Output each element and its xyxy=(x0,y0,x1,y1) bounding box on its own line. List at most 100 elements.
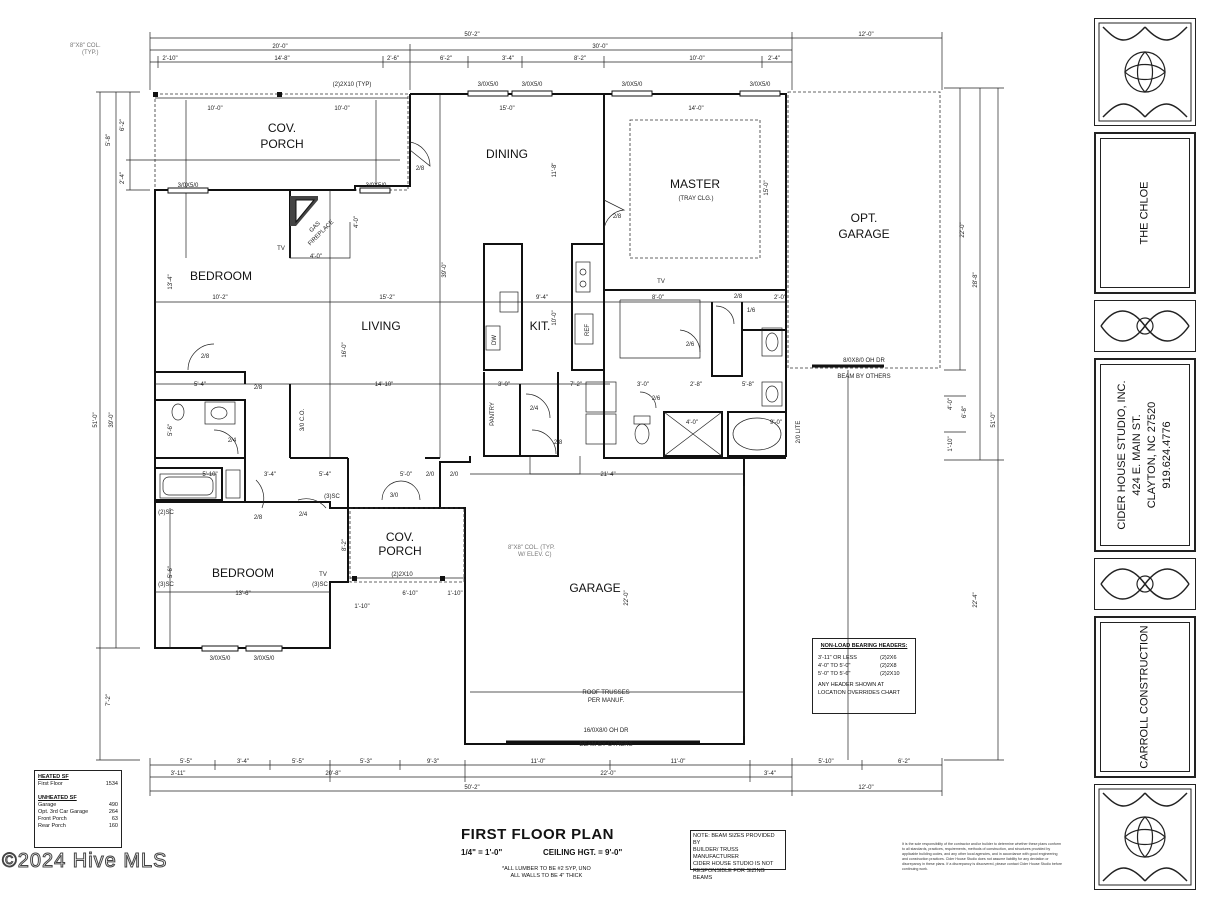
door-label: 2/4 xyxy=(228,438,237,444)
headers-note: ANY HEADER SHOWN AT xyxy=(818,682,885,688)
room-garage: GARAGE xyxy=(569,581,620,595)
dim-right-small: 4'-0" xyxy=(948,398,954,410)
dim-top-garage: 12'-0" xyxy=(858,32,873,38)
door-label: 2/0 xyxy=(426,472,435,478)
studio-line: CLAYTON, NC 27520 xyxy=(1146,401,1158,509)
plan-title: FIRST FLOOR PLAN xyxy=(461,826,614,843)
headers-table: NON-LOAD BEARING HEADERS: 3'-11" OR LESS… xyxy=(812,638,916,714)
column-callout-front: 8"X8" COL. (TYP. W/ ELEV. C) xyxy=(508,545,555,559)
plan-scale: 1/4" = 1'-0" xyxy=(461,848,503,857)
dim-opt-garage-d: 22'-0" xyxy=(960,222,966,237)
beam-opt: BEAM BY OTHERS xyxy=(837,374,890,380)
dim-label: 4'-0" xyxy=(354,216,360,228)
dim-label: 3'-4" xyxy=(264,472,276,478)
dim-label: 10'-0" xyxy=(552,310,558,325)
room-cov-porch-top: COV. xyxy=(268,121,296,135)
cell: Front Porch xyxy=(38,816,67,822)
dim-depth-right-top: 28'-8" xyxy=(973,272,979,287)
studio-line: 424 E. MAIN ST. xyxy=(1131,414,1143,496)
plan-name: THE CHLOE xyxy=(1138,181,1151,245)
mls-watermark: ©2024 Hive MLS xyxy=(1,850,168,873)
interior-dimensions: 10'-0" 10'-0" 15'-0" 14'-0" 10'-2" 15'-2… xyxy=(168,106,786,610)
header-typ: (2)2X10 (TYP) xyxy=(333,82,372,88)
dim-label: 15'-2" xyxy=(379,295,394,301)
dim-label: 7'-2" xyxy=(570,382,582,388)
dim-bottom-row2: 20'-8" xyxy=(325,771,340,777)
dim-label: 5'-0" xyxy=(400,472,412,478)
dim-right-small: 1'-10" xyxy=(948,436,954,451)
door-label: 2/8 xyxy=(254,385,263,391)
dim-bottom-overall: 50'-2" xyxy=(464,785,479,791)
exterior-walls xyxy=(154,91,941,745)
dim-label: 5'-8" xyxy=(742,382,754,388)
left-dimensions: 51'-0" 39'-0" 5'-8" 6'-2" 2'-4" 7'-2" xyxy=(93,91,400,761)
door-label: 2/8 xyxy=(254,515,263,521)
dim-label: 5'-4" xyxy=(194,382,206,388)
room-dining: DINING xyxy=(486,147,528,161)
ornament-icon xyxy=(1100,310,1190,342)
dim-bottom-seg: 3'-4" xyxy=(237,759,249,765)
ornament-panel xyxy=(1094,18,1196,126)
dim-top-overall: 50'-2" xyxy=(464,32,479,38)
dim-depth-right-bottom: 22'-4" xyxy=(973,592,979,607)
room-living: LIVING xyxy=(361,319,400,333)
ornament-panel xyxy=(1094,784,1196,890)
panel-frame xyxy=(1100,622,1190,772)
dim-label: 21'-4" xyxy=(600,472,615,478)
cell: (2)2X10 xyxy=(880,671,900,677)
dim-label: 2'-8" xyxy=(690,382,702,388)
legal-disclaimer: It is the sole responsibility of the con… xyxy=(902,842,1063,871)
dim-label: 10'-0" xyxy=(207,106,222,112)
dim-bottom-seg: 11'-0" xyxy=(531,759,546,765)
studio-line: 919.624.4776 xyxy=(1161,421,1173,489)
dim-right-small: 6'-8" xyxy=(962,406,968,418)
plan-note: ALL WALLS TO BE 4" THICK xyxy=(510,873,583,879)
callout-line: 8"X8" COL. (TYP. xyxy=(508,545,555,551)
headers-row: 5'-0" TO 5'-6" (2)2X10 xyxy=(818,670,910,678)
window-label: 3/0X5/0 xyxy=(522,82,543,88)
beam-note-line: RESPONSIBLE FOR SIZING BEAMS xyxy=(693,868,765,881)
dim-label: 14'-10" xyxy=(375,382,394,388)
dim-label: 5'-10" xyxy=(202,472,217,478)
beam-note: NOTE: BEAM SIZES PROVIDED BY BUILDER/ TR… xyxy=(690,830,786,881)
cell: (2)2X6 xyxy=(880,655,897,661)
door-label: 2/6 xyxy=(686,342,695,348)
dim-left-small: 7'-2" xyxy=(106,694,112,706)
door-label: 2/4 xyxy=(530,406,539,412)
cell: 4'-0" TO 5'-0" xyxy=(818,663,851,669)
tv-label: TV xyxy=(657,279,665,285)
dim-bottom-row2: 3'-11" xyxy=(171,771,186,777)
sc-label: (2)SC xyxy=(158,510,174,516)
dim-bottom-row2: 3'-4" xyxy=(764,771,776,777)
windows: 3/0X5/0 3/0X5/0 3/0X5/0 3/0X5/0 3/0X5/0 … xyxy=(167,82,884,744)
dim-bottom-garage: 12'-0" xyxy=(858,785,873,791)
room-cov-porch-top: PORCH xyxy=(260,137,303,151)
roof-trusses: ROOF TRUSSES xyxy=(582,690,629,696)
window-label: 3/0X5/0 xyxy=(622,82,643,88)
cell: (2)2X8 xyxy=(880,663,897,669)
dim-label: 1'-10" xyxy=(447,591,462,597)
cell: Opt. 3rd Car Garage xyxy=(38,809,89,815)
dim-label: 3'-0" xyxy=(498,382,510,388)
studio-info: CIDER HOUSE STUDIO, INC. 424 E. MAIN ST.… xyxy=(1115,380,1175,529)
dim-depth-left-inner: 39'-0" xyxy=(109,412,115,427)
room-cov-porch-front: PORCH xyxy=(378,544,421,558)
dim-label: 11'-8" xyxy=(552,163,558,178)
dim-bottom-seg: 5'-5" xyxy=(180,759,192,765)
headers-row: 4'-0" TO 5'-0" (2)2X8 xyxy=(818,662,910,670)
door-label: 2/8 xyxy=(734,294,743,300)
room-kitchen: KIT. xyxy=(530,319,551,333)
co-label: 3/0 C.O. xyxy=(300,408,306,431)
dim-top-seg: 2'-10" xyxy=(162,56,177,62)
door-label: 1/6 xyxy=(747,308,756,314)
ornament-icon xyxy=(1098,22,1192,122)
cell: 5'-0" TO 5'-6" xyxy=(818,671,851,677)
header-front: (2)2X10 xyxy=(391,572,413,578)
plan-note: *ALL LUMBER TO BE #2 SYP, UNO xyxy=(502,866,591,872)
room-opt-garage: OPT. xyxy=(851,211,878,225)
dim-label: 15'-0" xyxy=(499,106,514,112)
window-label: 3/0X5/0 xyxy=(366,183,387,189)
tv-label: TV xyxy=(277,246,285,252)
